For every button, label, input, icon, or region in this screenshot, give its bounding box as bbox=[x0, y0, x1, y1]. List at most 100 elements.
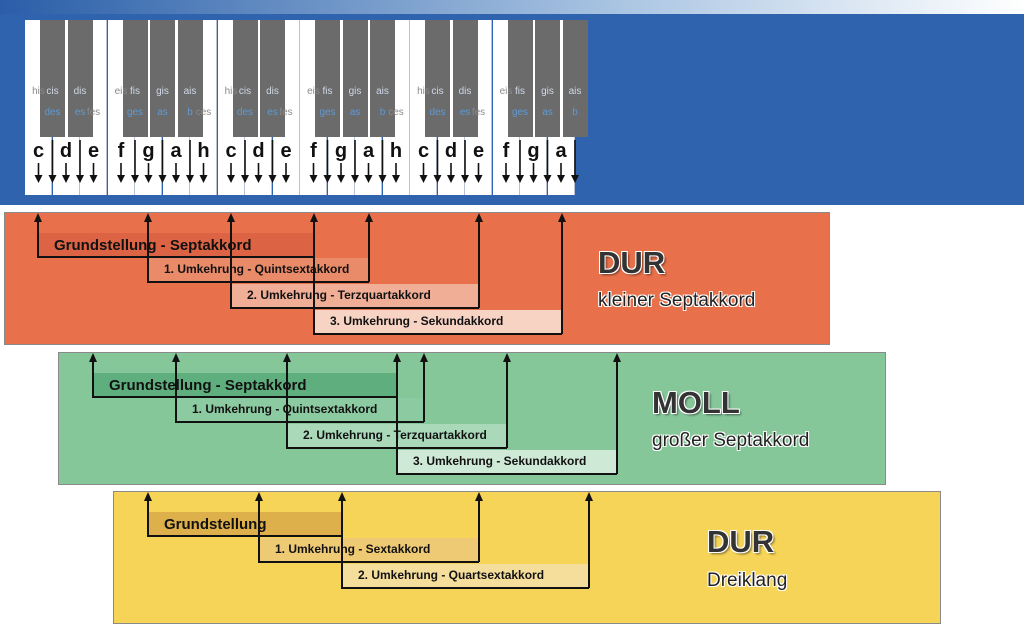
panel-title: DUR bbox=[598, 245, 666, 280]
inversion-label: 2. Umkehrung - Quartsextakkord bbox=[358, 568, 545, 582]
white-key-enharmonic-label: fes bbox=[86, 107, 101, 118]
inversion-label: 2. Umkehrung - Terzquartakkord bbox=[247, 288, 431, 302]
black-key-flat-label: ges bbox=[319, 107, 336, 118]
black-key-flat-label: b bbox=[572, 107, 578, 118]
white-key-note-label: d bbox=[59, 140, 73, 162]
down-arrow-icon bbox=[282, 163, 290, 183]
inversion-bar bbox=[93, 373, 397, 397]
up-arrow-icon bbox=[585, 492, 593, 588]
black-key-sharp-label: gis bbox=[348, 86, 362, 97]
black-key-gis[interactable] bbox=[342, 20, 368, 137]
inversion-label: Grundstellung - Septakkord bbox=[54, 237, 252, 254]
white-key-enharmonic-label: his bbox=[224, 86, 238, 97]
white-key-note-label: h bbox=[197, 140, 210, 162]
down-arrow-icon bbox=[131, 140, 139, 183]
down-arrow-icon bbox=[557, 163, 565, 183]
down-arrow-icon bbox=[447, 163, 455, 183]
inversion-label: 1. Umkehrung - Sextakkord bbox=[275, 542, 431, 556]
black-key-flat-label: as bbox=[349, 107, 361, 118]
white-key-enharmonic-label: his bbox=[32, 86, 45, 97]
inversion-label: 3. Umkehrung - Sekundakkord bbox=[413, 454, 587, 468]
black-key-ais[interactable] bbox=[177, 20, 203, 137]
black-key-dis[interactable] bbox=[452, 20, 478, 137]
down-arrow-icon bbox=[241, 140, 249, 183]
up-arrow-icon bbox=[89, 353, 97, 397]
white-key-enharmonic-label: eis bbox=[114, 86, 128, 97]
black-key-sharp-label: fis bbox=[322, 86, 333, 97]
black-key-cis[interactable] bbox=[425, 20, 450, 137]
black-key-flat-label: des bbox=[236, 107, 254, 118]
panel-subtitle: großer Septakkord bbox=[652, 430, 810, 451]
white-key-note-label: c bbox=[225, 140, 237, 162]
panel-title: DUR bbox=[707, 524, 775, 559]
black-key-flat-label: as bbox=[542, 107, 553, 118]
up-arrow-icon bbox=[613, 353, 621, 474]
inversion-label: 1. Umkehrung - Quintsextakkord bbox=[192, 402, 378, 416]
black-key-flat-label: b bbox=[187, 107, 193, 118]
white-key-enharmonic-label: eis bbox=[307, 86, 320, 97]
black-key-fis[interactable] bbox=[122, 20, 148, 137]
black-key-flat-label: b bbox=[379, 107, 386, 118]
down-arrow-icon bbox=[48, 140, 57, 183]
white-key-note-label: h bbox=[389, 140, 403, 162]
down-arrow-icon bbox=[62, 163, 70, 183]
down-arrow-icon bbox=[364, 163, 373, 183]
black-key-sharp-label: gis bbox=[541, 86, 554, 97]
black-key-flat-label: des bbox=[44, 107, 61, 118]
white-key-note-label: e bbox=[280, 140, 292, 162]
up-arrow-icon bbox=[365, 213, 373, 282]
black-key-sharp-label: ais bbox=[568, 86, 582, 97]
black-key-flat-label: ges bbox=[511, 107, 529, 118]
black-key-cis[interactable] bbox=[40, 20, 65, 137]
down-arrow-icon bbox=[378, 140, 387, 183]
white-key-enharmonic-label: fes bbox=[471, 107, 486, 118]
inversion-bar bbox=[342, 564, 589, 588]
down-arrow-icon bbox=[502, 163, 510, 183]
inversion-bar bbox=[148, 512, 342, 536]
white-key-enharmonic-label: his bbox=[417, 86, 430, 97]
down-arrow-icon bbox=[158, 140, 167, 183]
down-arrow-icon bbox=[474, 163, 483, 183]
black-key-dis[interactable] bbox=[260, 20, 285, 137]
black-key-ais[interactable] bbox=[370, 20, 395, 137]
down-arrow-icon bbox=[309, 163, 318, 183]
black-key-sharp-label: ais bbox=[376, 86, 389, 97]
white-key-enharmonic-label: eis bbox=[499, 86, 513, 97]
up-arrow-icon bbox=[144, 492, 152, 536]
down-arrow-icon bbox=[268, 140, 277, 183]
panel-subtitle: Dreiklang bbox=[707, 570, 788, 591]
black-key-sharp-label: cis bbox=[238, 86, 252, 97]
black-key-gis[interactable] bbox=[150, 20, 175, 137]
black-key-cis[interactable] bbox=[232, 20, 258, 137]
up-arrow-icon bbox=[558, 213, 566, 334]
up-arrow-icon bbox=[283, 353, 291, 397]
down-arrow-icon bbox=[254, 163, 263, 183]
down-arrow-icon bbox=[144, 163, 153, 183]
white-key-note-label: g bbox=[527, 140, 540, 162]
white-key-note-label: e bbox=[87, 140, 100, 162]
white-key-note-label: f bbox=[117, 140, 125, 162]
inversion-bar bbox=[148, 258, 369, 282]
down-arrow-icon bbox=[433, 140, 442, 183]
black-key-sharp-label: dis bbox=[73, 86, 87, 97]
white-key-note-label: a bbox=[170, 140, 182, 162]
up-arrow-icon bbox=[475, 492, 483, 562]
black-key-dis[interactable] bbox=[67, 20, 93, 137]
panel-subtitle: kleiner Septakkord bbox=[598, 290, 756, 311]
black-key-fis[interactable] bbox=[507, 20, 533, 137]
black-key-flat-label: es bbox=[267, 107, 278, 118]
up-arrow-icon bbox=[393, 353, 401, 397]
key-arrows bbox=[34, 140, 579, 183]
inversion-bar bbox=[231, 284, 479, 308]
black-key-ais[interactable] bbox=[562, 20, 588, 137]
down-arrow-icon bbox=[516, 140, 524, 183]
black-key-gis[interactable] bbox=[535, 20, 560, 137]
inversion-label: 1. Umkehrung - Quintsextakkord bbox=[164, 262, 350, 276]
down-arrow-icon bbox=[76, 140, 84, 183]
black-key-fis[interactable] bbox=[315, 20, 340, 137]
black-key-sharp-label: gis bbox=[156, 86, 169, 97]
up-arrow-icon bbox=[338, 492, 346, 536]
down-arrow-icon bbox=[34, 163, 43, 183]
white-key-enharmonic-label: ces bbox=[388, 107, 404, 118]
